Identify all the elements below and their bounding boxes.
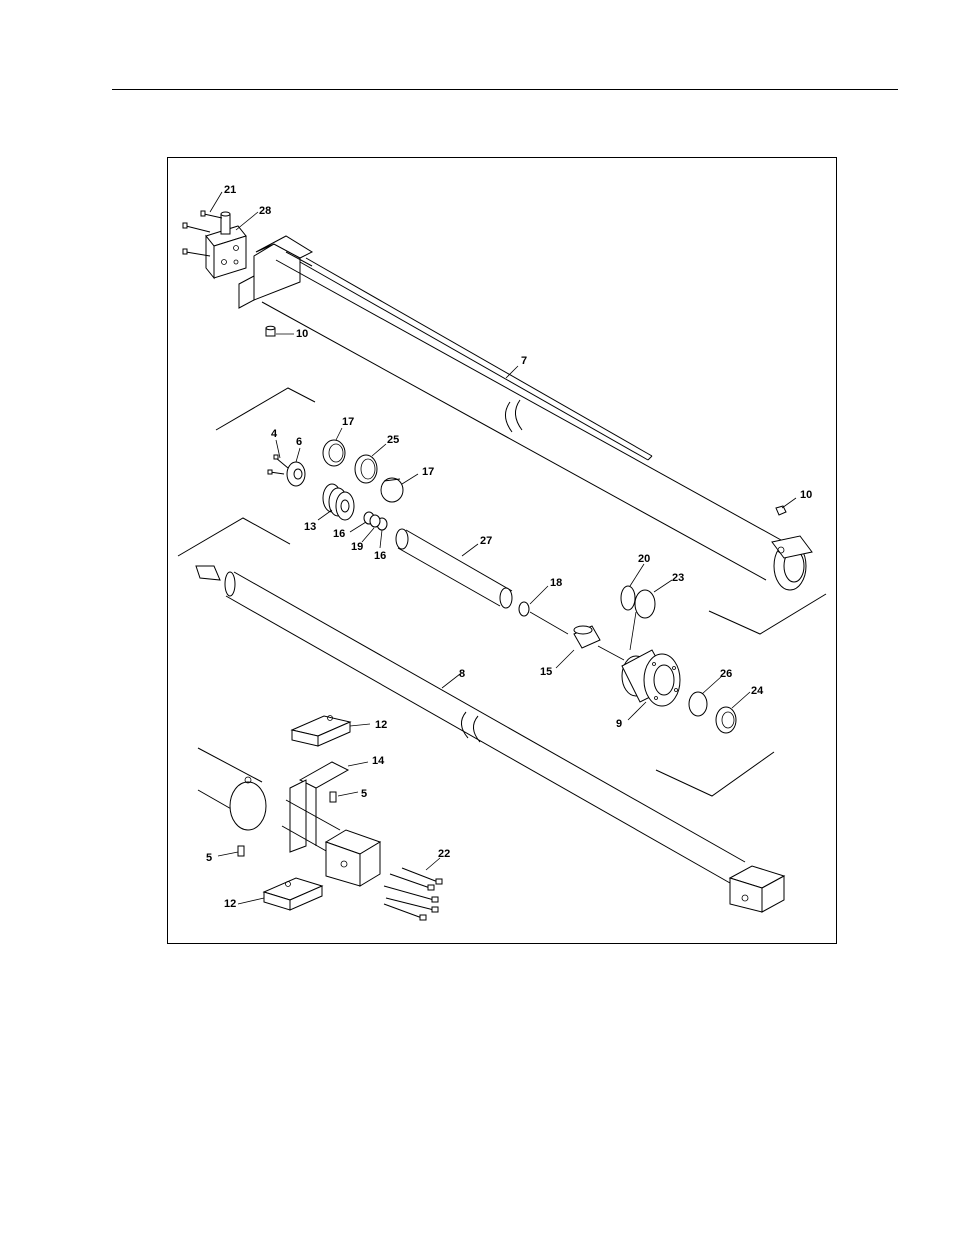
callout-21: 21 [224,184,236,196]
callout-14: 14 [372,755,385,767]
callout-18: 18 [550,577,562,589]
valve-block-part-28 [206,212,246,278]
gland-part-9 [622,650,680,706]
seal-part-26 [689,692,707,716]
pin-part-12-bottom [264,878,322,910]
callout-27: 27 [480,535,492,547]
callout-16: 16 [333,528,345,540]
callout-25: 25 [387,434,399,446]
o-ring-part-20 [621,586,635,610]
backup-ring-part-23 [635,590,655,618]
seal-part-25 [355,455,377,483]
piston-rod-part-8 [196,566,784,912]
callout-17: 17 [422,466,434,478]
bushing-part-15 [574,626,600,648]
callout-13: 13 [304,521,316,533]
callout-19: 19 [351,541,363,553]
callout-15: 15 [540,666,552,678]
o-ring-part-18 [519,602,529,616]
screw-part-4 [268,455,288,474]
wear-ring-part-17-b [381,478,403,502]
cylinder-base-assembly [198,748,380,886]
spacer-tube-part-27 [396,529,512,608]
callout-10: 10 [296,328,308,340]
callout-23: 23 [672,572,684,584]
pin-part-12-top [292,716,350,747]
callout-17: 17 [342,416,354,428]
o-ring-part-19 [370,515,380,527]
callout-24: 24 [751,685,764,697]
plug-part-10-top [266,326,275,336]
wear-ring-part-17-a [323,440,345,466]
callout-5: 5 [206,852,212,864]
callout-10: 10 [800,489,812,501]
callout-16: 16 [374,550,386,562]
callout-4: 4 [271,428,278,440]
callout-5: 5 [361,788,367,800]
callout-7: 7 [521,355,527,367]
piston-part-13 [323,484,354,520]
callout-20: 20 [638,553,650,565]
callout-6: 6 [296,436,302,448]
callout-22: 22 [438,848,450,860]
wiper-part-24 [716,707,736,733]
callout-26: 26 [720,668,732,680]
callout-12: 12 [375,719,387,731]
plug-part-10-right [776,506,786,515]
cylinder-barrel-part-7 [239,236,812,590]
callout-12: 12 [224,898,236,910]
screw-part-22 [384,868,442,920]
callout-9: 9 [616,718,622,730]
locknut-part-6 [287,462,305,486]
callout-28: 28 [259,205,271,217]
callout-8: 8 [459,668,465,680]
